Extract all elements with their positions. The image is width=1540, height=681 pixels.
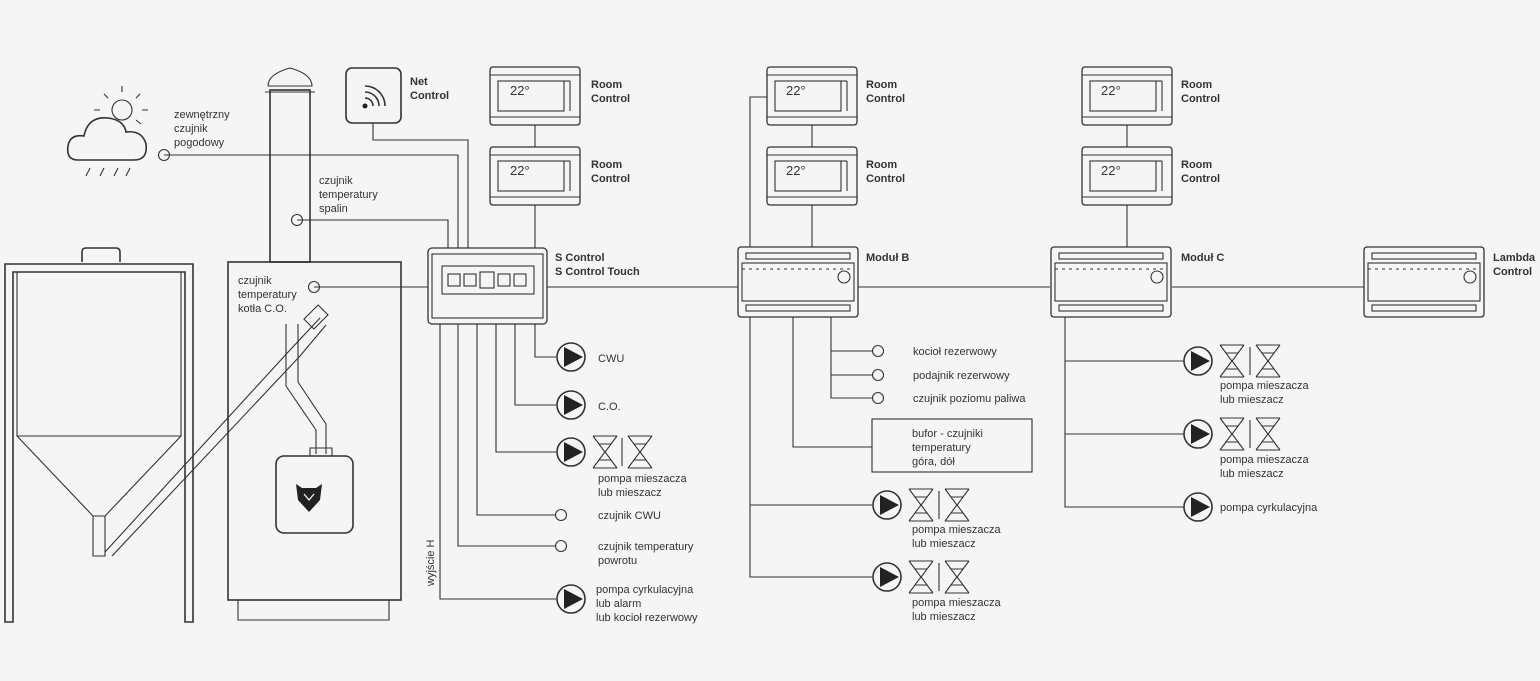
pump-circulation-c [1183,492,1213,522]
module-b-label: Moduł B [866,252,909,264]
lambda-control [1363,246,1485,318]
mixer-c1-label-2: lub mieszacz [1220,394,1284,406]
room-control-2: 22° [489,146,581,206]
reserve-feeder-label: podajnik rezerwowy [913,370,1010,382]
svg-text:bufor - czujniki: bufor - czujniki [912,428,983,440]
weather-label-2: czujnik [174,123,208,135]
flue-label-1: czujnik [319,175,353,187]
room-control-3: 22° [766,66,858,126]
circ-pump-c-label: pompa cyrkulacyjna [1220,502,1318,514]
net-label-1: Net [410,76,428,88]
flue-label-2: temperatury [319,189,378,201]
output-h-label: wyjście H [425,539,437,587]
pump-mixer-b2 [872,560,970,594]
pump-co [556,390,586,420]
mixer-b1-label-2: lub mieszacz [912,538,976,550]
circ-alarm-label-1: pompa cyrkulacyjna [596,584,694,596]
cwu-sensor-label: czujnik CWU [598,510,661,522]
module-c-label: Moduł C [1181,252,1224,264]
svg-text:22°: 22° [786,163,806,178]
return-label-2: powrotu [598,555,637,567]
cwu-label: CWU [598,353,624,365]
boiler-sensor-label-3: kotła C.O. [238,303,287,315]
svg-text:22°: 22° [510,163,530,178]
room-control-1: 22° [489,66,581,126]
reserve-feeder-sensor [871,368,885,382]
boiler [227,67,402,621]
fox-logo-icon [296,484,322,512]
circ-alarm-label-3: lub kocioł rezerwowy [596,612,698,624]
flue-label-3: spalin [319,203,348,215]
return-label-1: czujnik temperatury [598,541,694,553]
room-label-5b: Control [1181,93,1220,105]
pump-cwu [556,342,586,372]
circ-alarm-label-2: lub alarm [596,598,641,610]
room-label-3a: Room [866,79,897,91]
room-label-4b: Control [866,173,905,185]
svg-text:22°: 22° [786,83,806,98]
mixer-b1-label-1: pompa mieszacza [912,524,1002,536]
module-c [1050,246,1172,318]
room-control-6: 22° [1081,146,1173,206]
mixer-s-label-1: pompa mieszacza [598,473,688,485]
room-label-1a: Room [591,79,622,91]
mixer-c2-label-2: lub mieszacz [1220,468,1284,480]
s-control-unit [427,247,548,325]
room-control-5: 22° [1081,66,1173,126]
svg-text:22°: 22° [1101,163,1121,178]
net-label-2: Control [410,90,449,102]
lambda-label-2: Control [1493,266,1532,278]
cwu-sensor [554,508,568,522]
mixer-c1-label-1: pompa mieszacza [1220,380,1310,392]
weather-label-1: zewnętrzny [174,109,230,121]
room-label-6b: Control [1181,173,1220,185]
buffer-box: bufor - czujniki temperatury góra, dół [871,418,1033,473]
fuel-level-label: czujnik poziomu paliwa [913,393,1026,405]
lambda-label-1: Lambda [1493,252,1536,264]
pump-mixer-s [556,435,653,469]
svg-text:góra, dół: góra, dół [912,456,955,468]
wiring [164,96,1364,600]
mixer-b2-label-2: lub mieszacz [912,611,976,623]
wifi-icon [362,85,386,109]
sun-cloud-rain-icon [66,86,148,177]
mixer-c2-label-1: pompa mieszacza [1220,454,1310,466]
fuel-hopper [4,247,329,623]
pump-circulation-alarm [556,584,586,614]
room-label-2b: Control [591,173,630,185]
weather-label-3: pogodowy [174,137,225,149]
co-label: C.O. [598,401,621,413]
room-label-6a: Room [1181,159,1212,171]
svg-text:temperatury: temperatury [912,442,971,454]
pump-mixer-c1 [1183,344,1281,378]
room-label-4a: Room [866,159,897,171]
svg-text:22°: 22° [1101,83,1121,98]
room-label-1b: Control [591,93,630,105]
svg-text:22°: 22° [510,83,530,98]
reserve-boiler-label: kocioł rezerwowy [913,346,997,358]
net-control-device [345,67,402,124]
s-control-label-1: S Control [555,252,605,264]
s-control-label-2: S Control Touch [555,266,640,278]
room-label-5a: Room [1181,79,1212,91]
return-sensor [554,539,568,553]
mixer-s-label-2: lub mieszacz [598,487,662,499]
boiler-sensor-label-1: czujnik [238,275,272,287]
reserve-boiler-sensor [871,344,885,358]
room-control-4: 22° [766,146,858,206]
room-label-2a: Room [591,159,622,171]
module-b [737,246,859,318]
room-label-3b: Control [866,93,905,105]
pump-mixer-c2 [1183,417,1281,451]
fuel-level-sensor [871,391,885,405]
mixer-b2-label-1: pompa mieszacza [912,597,1002,609]
boiler-sensor-label-2: temperatury [238,289,297,301]
pump-mixer-b1 [872,488,970,522]
